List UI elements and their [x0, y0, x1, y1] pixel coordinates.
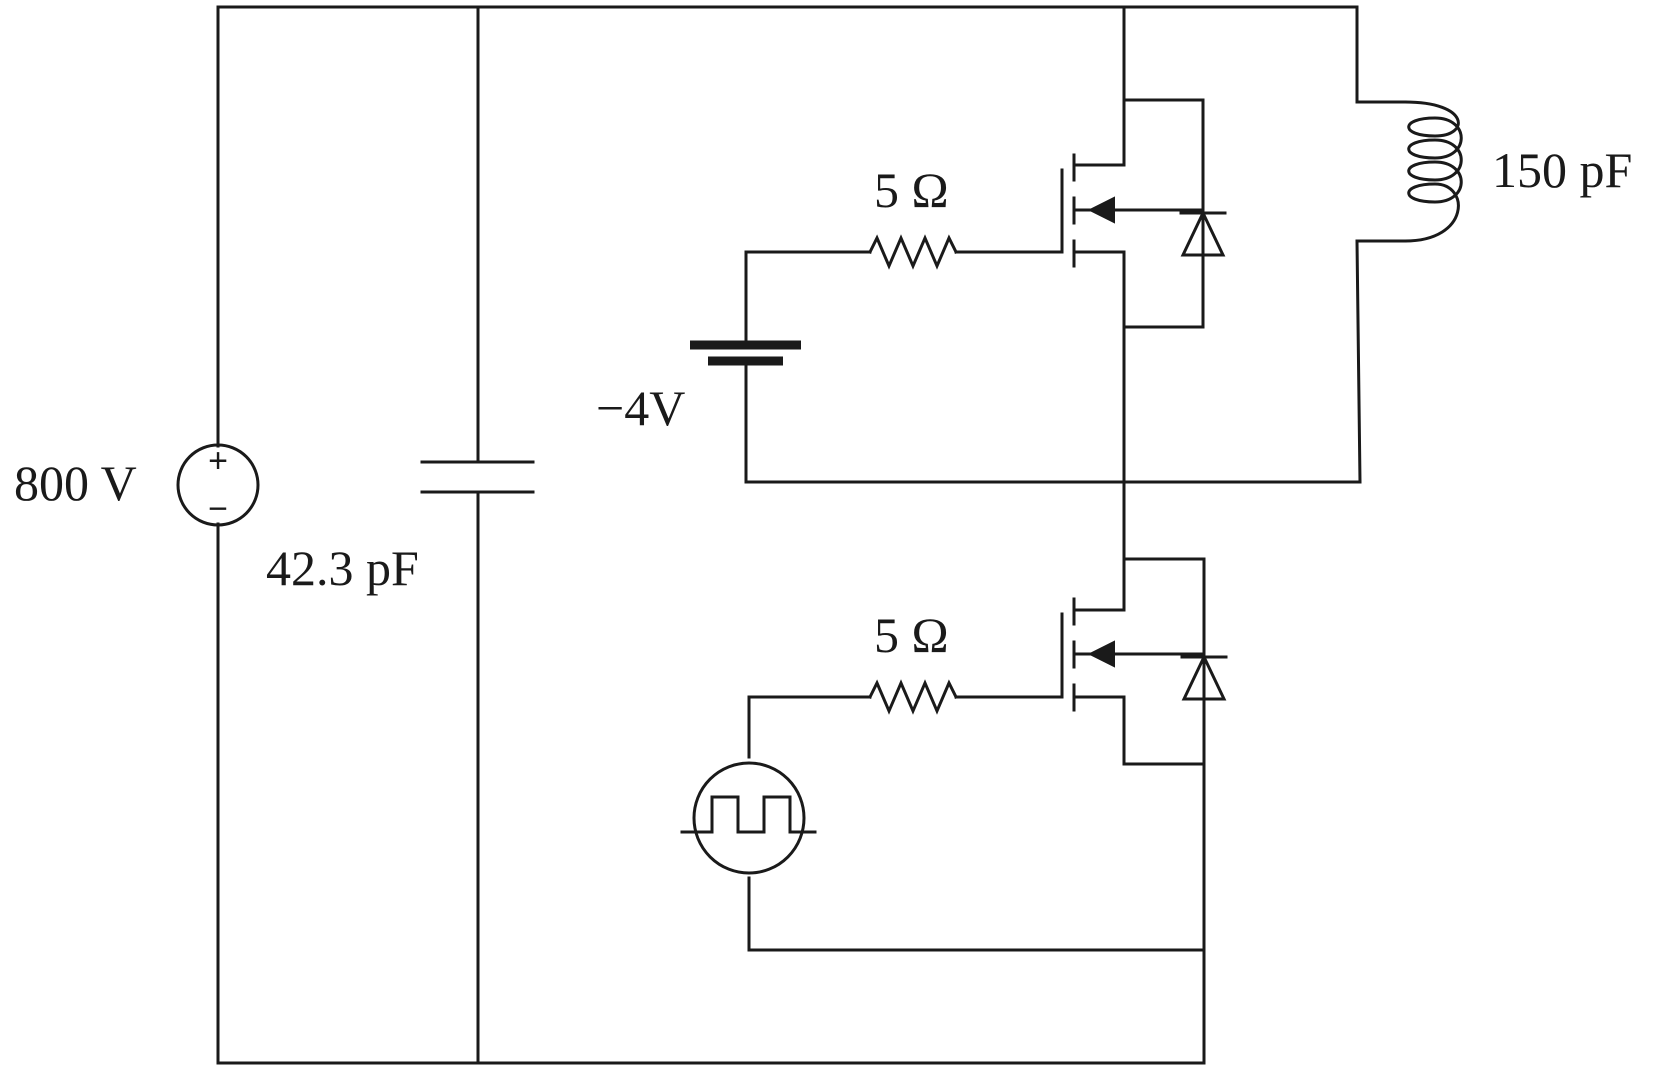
lower-body-diode	[1181, 653, 1227, 701]
inductor-top-wire	[1355, 5, 1407, 104]
dc-source-plus-sign: +	[208, 442, 228, 480]
bus-capacitor	[420, 460, 535, 494]
inductor-label: 150 pF	[1492, 142, 1632, 198]
pulse-source-circle	[692, 761, 806, 875]
upper-gate-resistor-label: 5 Ω	[874, 162, 949, 218]
lower-gate-drive	[680, 679, 1206, 952]
inductor-bottom-wire	[1355, 239, 1407, 484]
lower-gate-resistor	[867, 679, 959, 715]
upper-mosfet	[1060, 98, 1227, 329]
wires	[216, 5, 1407, 1065]
upper-body-diode	[1180, 209, 1226, 257]
dc-source-circle	[176, 443, 260, 527]
upper-gate-drive	[690, 234, 1064, 484]
dc-source-minus-sign: −	[208, 490, 228, 528]
lower-mosfet-body-arrow	[1087, 640, 1115, 668]
dc-source-label: 800 V	[14, 455, 137, 511]
pulse-source-return-wire	[747, 876, 1206, 952]
battery-label: −4V	[596, 380, 685, 436]
inductor-coil	[1403, 100, 1463, 243]
lower-mosfet	[1060, 557, 1228, 766]
inductor	[1403, 100, 1463, 243]
square-wave-icon	[680, 795, 817, 834]
dc-voltage-source: + −	[176, 442, 260, 528]
lower-diode-loop-wire	[1122, 557, 1206, 766]
upper-gate-resistor	[867, 234, 959, 270]
capacitor-label: 42.3 pF	[266, 540, 419, 596]
lower-gate-resistor-label: 5 Ω	[874, 607, 949, 663]
upper-mosfet-body-arrow	[1087, 196, 1115, 224]
